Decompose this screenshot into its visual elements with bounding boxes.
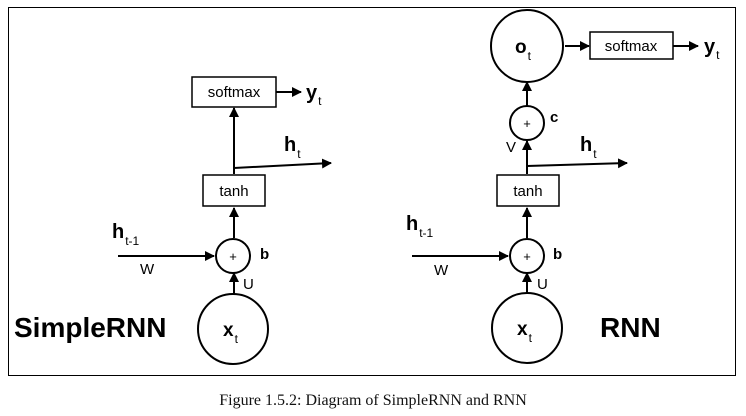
- simplernn-tanh-box: [202, 174, 266, 207]
- simplernn-prev-state-label: ht-1: [112, 221, 140, 248]
- rnn-sum2-node: [509, 105, 545, 141]
- simplernn-input-node: [197, 293, 269, 365]
- rnn-diagram-group: [412, 9, 699, 364]
- rnn-input-weight-label: U: [537, 276, 548, 293]
- rnn-output-weight-label: V: [506, 139, 516, 156]
- simplernn-tanh-label: tanh: [219, 183, 248, 200]
- rnn-softmax-box: [589, 31, 674, 60]
- simplernn-bias-label: b: [260, 246, 269, 263]
- rnn-add-symbol: +: [523, 249, 531, 264]
- simplernn-title: SimpleRNN: [14, 312, 166, 343]
- rnn-tanh-label: tanh: [513, 183, 542, 200]
- rnn-output-node: [490, 9, 564, 83]
- rnn-output-node-label: ot: [515, 37, 532, 63]
- simplernn-input-label: xt: [223, 320, 239, 346]
- rnn-sum-node: [509, 238, 545, 274]
- simplernn-add-symbol: +: [229, 249, 237, 264]
- diagram-frame: [8, 7, 736, 376]
- simplernn-softmax-box: [191, 76, 277, 108]
- rnn-title: RNN: [600, 312, 661, 343]
- rnn-output-label: yt: [704, 36, 720, 62]
- rnn-bias2-label: c: [550, 109, 558, 126]
- rnn-prev-state-label: ht-1: [406, 213, 434, 240]
- figure-caption: Figure 1.5.2: Diagram of SimpleRNN and R…: [219, 392, 527, 409]
- simplernn-softmax-label: softmax: [208, 84, 261, 101]
- rnn-input-node: [491, 292, 563, 364]
- simplernn-state-out-arrow: [233, 158, 332, 169]
- simplernn-recurrent-weight-label: W: [140, 261, 155, 278]
- rnn-state-label: ht: [580, 134, 597, 161]
- rnn-input-label: xt: [517, 319, 533, 345]
- simplernn-state-label: ht: [284, 134, 301, 161]
- simplernn-sum-node: [215, 238, 251, 274]
- rnn-bias-label: b: [553, 246, 562, 263]
- rnn-state-out-arrow: [526, 158, 628, 169]
- rnn-softmax-label: softmax: [605, 38, 658, 55]
- rnn-recurrent-weight-label: W: [434, 262, 449, 279]
- simplernn-diagram: [118, 76, 332, 365]
- rnn-tanh-box: [496, 174, 560, 207]
- rnn-add2-symbol: +: [523, 116, 531, 131]
- simplernn-output-label: yt: [306, 82, 322, 108]
- simplernn-input-weight-label: U: [243, 276, 254, 293]
